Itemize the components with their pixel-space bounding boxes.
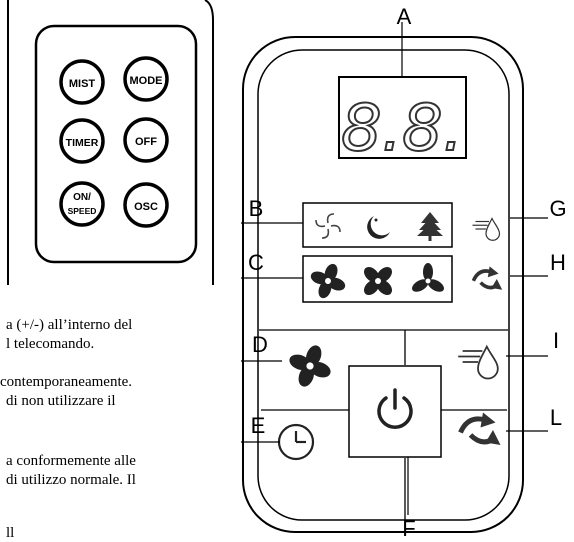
swing-button-icon bbox=[461, 413, 501, 446]
callout-lines bbox=[241, 22, 548, 515]
callout-c: C bbox=[248, 250, 264, 275]
callout-g: G bbox=[549, 196, 566, 221]
mist-panel-button[interactable] bbox=[457, 345, 499, 380]
fan-icon bbox=[282, 338, 338, 394]
fan-button[interactable] bbox=[262, 332, 348, 408]
doc-line-7: ll bbox=[6, 525, 15, 541]
on-speed-button[interactable]: ON/ SPEED bbox=[59, 181, 105, 227]
callout-l: L bbox=[550, 405, 562, 430]
osc-button-label: OSC bbox=[134, 201, 158, 213]
doc-line-1: a (+/-) all’interno del bbox=[6, 317, 133, 333]
doc-line-3: contemporaneamente. bbox=[0, 374, 133, 390]
doc-line-5: a conformemente alle bbox=[6, 453, 136, 469]
mist-button-icon bbox=[457, 345, 499, 380]
callout-f: F bbox=[402, 516, 415, 539]
mist-indicator-icon bbox=[471, 217, 501, 241]
fan-breeze-icon bbox=[315, 213, 341, 239]
timer-panel-button[interactable] bbox=[277, 423, 315, 461]
callout-a: A bbox=[397, 4, 412, 29]
fan-speed-low-icon bbox=[409, 263, 447, 295]
panel-inner-frame bbox=[257, 49, 510, 521]
mode-button-label: MODE bbox=[130, 75, 163, 87]
off-button[interactable]: OFF bbox=[123, 117, 169, 163]
swing-indicator-icon bbox=[471, 264, 505, 292]
callout-e: E bbox=[251, 413, 266, 438]
swing-panel-button[interactable] bbox=[461, 413, 501, 446]
mode-button[interactable]: MODE bbox=[123, 56, 169, 102]
doc-line-4: di non utilizzare il bbox=[6, 393, 116, 409]
doc-line-2: l telecomando. bbox=[6, 336, 95, 352]
button-grid-lines bbox=[259, 329, 508, 520]
display-digits: 8.8. bbox=[341, 92, 463, 166]
callout-b: B bbox=[249, 196, 264, 221]
mist-button-label: MIST bbox=[69, 78, 96, 90]
speed-indicator-box bbox=[302, 255, 453, 303]
panel-outer-frame bbox=[242, 36, 524, 533]
nature-tree-icon bbox=[417, 212, 443, 241]
callout-h: H bbox=[550, 250, 566, 275]
power-icon bbox=[377, 388, 413, 429]
timer-button[interactable]: TIMER bbox=[59, 118, 105, 164]
off-button-label: OFF bbox=[135, 136, 157, 148]
on-speed-button-label-line2: SPEED bbox=[68, 206, 97, 216]
mist-button[interactable]: MIST bbox=[59, 59, 105, 105]
callout-i: I bbox=[553, 328, 559, 353]
timer-clock-icon bbox=[277, 423, 315, 461]
power-button[interactable] bbox=[348, 365, 442, 458]
callout-d: D bbox=[252, 332, 268, 357]
doc-line-6: di utilizzo normale. Il bbox=[6, 472, 136, 488]
osc-button[interactable]: OSC bbox=[123, 182, 169, 228]
on-speed-button-label-line1: ON/ bbox=[73, 192, 91, 203]
sleep-moon-icon bbox=[367, 216, 390, 239]
fan-speed-high-icon bbox=[304, 257, 352, 305]
timer-button-label: TIMER bbox=[66, 137, 99, 149]
fan-speed-medium-icon bbox=[352, 255, 404, 307]
mode-indicator-box bbox=[302, 202, 453, 248]
small-remote bbox=[6, 0, 214, 285]
